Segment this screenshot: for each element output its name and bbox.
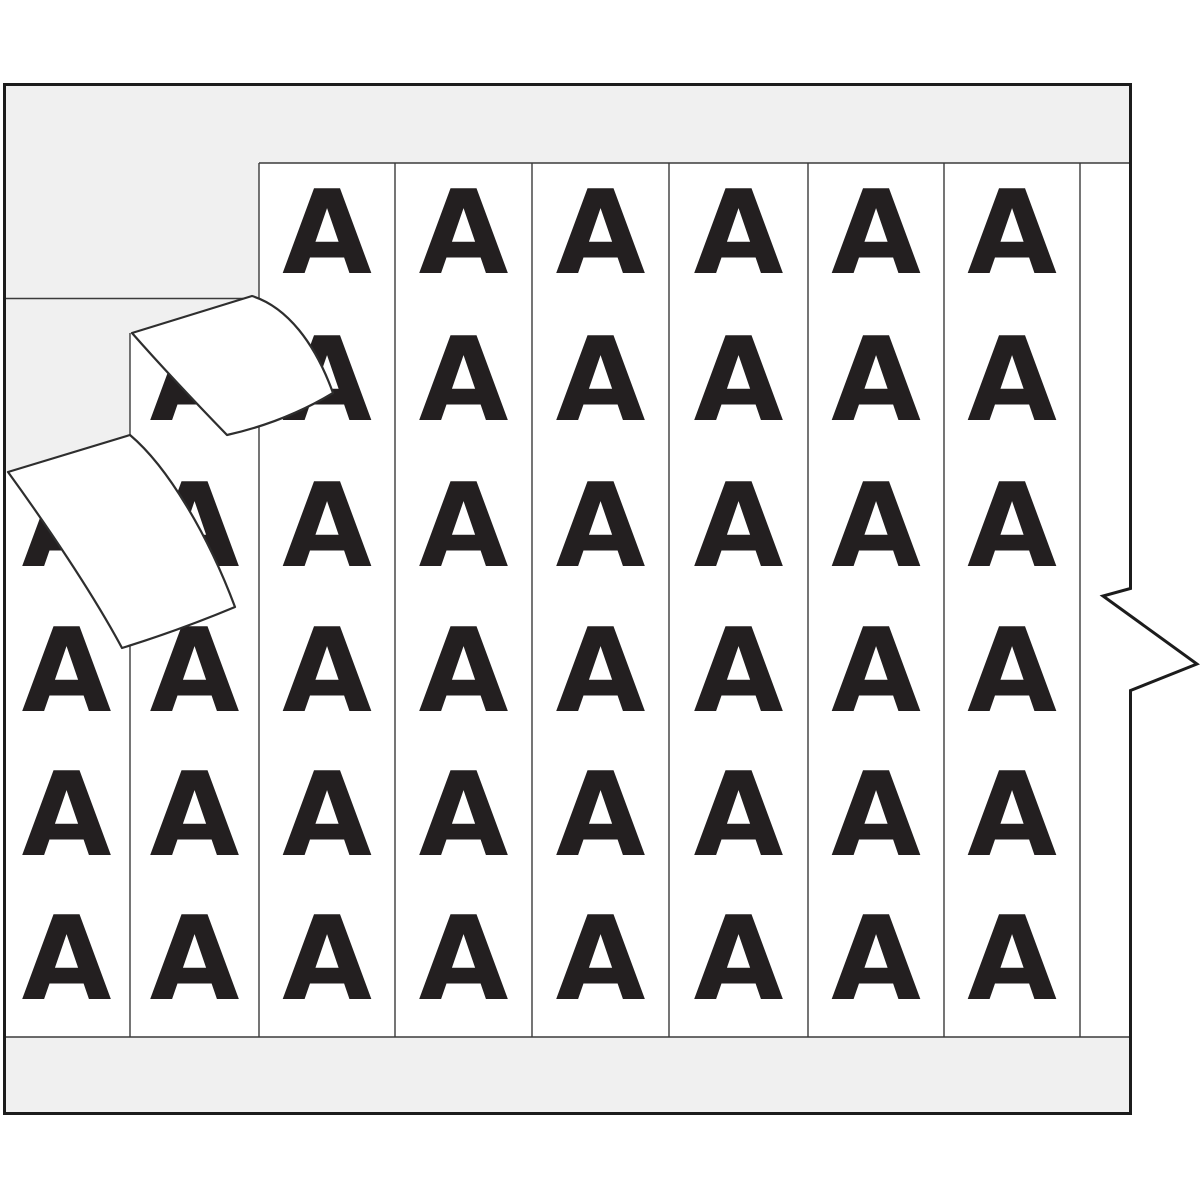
marker-letter-col-1-row-5: A: [22, 748, 112, 883]
marker-letter-col-7-row-4: A: [831, 604, 921, 739]
marker-letter-col-4-row-1: A: [419, 166, 509, 301]
label-strips: [3, 163, 1197, 1037]
marker-letter-col-2-row-6: A: [150, 892, 240, 1027]
marker-letter-col-7-row-3: A: [831, 459, 921, 594]
marker-letter-col-3-row-4: A: [282, 604, 372, 739]
marker-letter-col-3-row-1: A: [282, 166, 372, 301]
marker-letter-col-7-row-6: A: [831, 892, 921, 1027]
marker-letter-col-7-row-2: A: [831, 313, 921, 448]
marker-letter-col-1-row-4: A: [22, 604, 112, 739]
marker-letter-col-7-row-5: A: [831, 748, 921, 883]
peeled-labels: [6, 294, 335, 650]
marker-letter-col-5-row-5: A: [556, 748, 646, 883]
marker-letter-col-4-row-5: A: [419, 748, 509, 883]
marker-letter-col-5-row-6: A: [556, 892, 646, 1027]
liner-wedge-column-1: [3, 428, 130, 474]
marker-letter-col-5-row-3: A: [556, 459, 646, 594]
marker-letter-col-8-row-5: A: [967, 748, 1057, 883]
marker-letter-col-8-row-6: A: [967, 892, 1057, 1027]
peeled-label-top: [130, 294, 335, 437]
marker-letter-col-6-row-6: A: [694, 892, 784, 1027]
marker-letter-col-3-row-3: A: [282, 459, 372, 594]
marker-letter-col-8-row-3: A: [967, 459, 1057, 594]
marker-letter-col-4-row-2: A: [419, 313, 509, 448]
arrow-tab-interior: [1103, 589, 1197, 691]
marker-letter-col-8-row-2: A: [967, 313, 1057, 448]
letter-grid: AAAAAAAAAAAAAAAAAAAAAAAAAAAAAAAAAAAAAAAA…: [22, 166, 1058, 1027]
marker-letter-col-5-row-2: A: [556, 313, 646, 448]
card-border: [3, 83, 1200, 1115]
strip-columns-3-to-9: [259, 163, 1132, 1037]
marker-letter-col-6-row-4: A: [694, 604, 784, 739]
marker-letter-col-3-row-6: A: [282, 892, 372, 1027]
marker-letter-col-2-row-5: A: [150, 748, 240, 883]
marker-letter-col-3-row-5: A: [282, 748, 372, 883]
marker-letter-col-6-row-5: A: [694, 748, 784, 883]
peeled-label-bottom: [6, 433, 237, 650]
marker-letter-col-8-row-4: A: [967, 604, 1057, 739]
marker-letter-col-4-row-3: A: [419, 459, 509, 594]
marker-letter-col-4-row-4: A: [419, 604, 509, 739]
marker-letter-col-4-row-6: A: [419, 892, 509, 1027]
marker-letter-col-6-row-2: A: [694, 313, 784, 448]
marker-letter-col-1-row-6: A: [22, 892, 112, 1027]
marker-letter-col-5-row-1: A: [556, 166, 646, 301]
marker-letter-col-7-row-1: A: [831, 166, 921, 301]
marker-letter-col-8-row-1: A: [967, 166, 1057, 301]
marker-letter-col-5-row-4: A: [556, 604, 646, 739]
marker-letter-col-6-row-1: A: [694, 166, 784, 301]
marker-letter-col-6-row-3: A: [694, 459, 784, 594]
